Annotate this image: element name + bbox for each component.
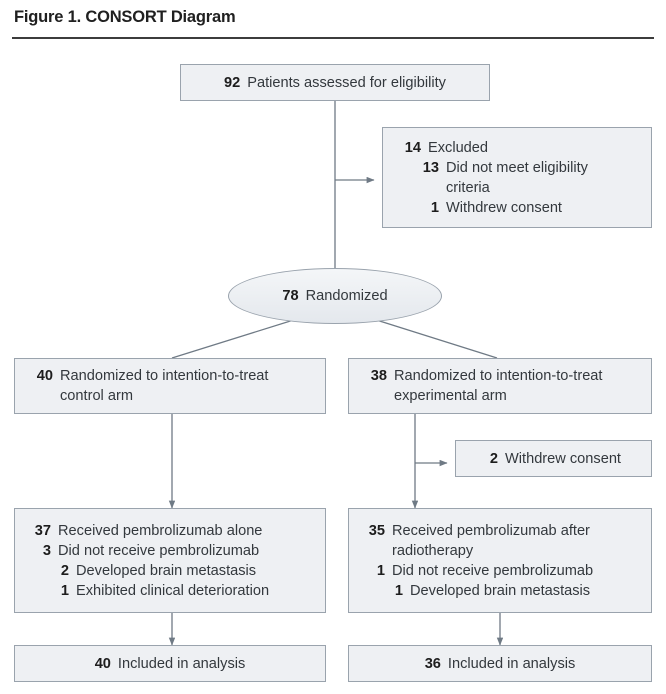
node-line-text: Received pembrolizumab after radiotherap… [392, 522, 590, 559]
node-experimental-analysis: 36 Included in analysis [348, 645, 652, 682]
node-line-number: 37 [34, 522, 51, 539]
node-line-text: Did not receive pembrolizumab [58, 542, 260, 559]
node-line: 1 Withdrew consent [393, 198, 641, 218]
node-line-number: 40 [36, 368, 53, 384]
node-line-text: Developed brain metastasis [76, 562, 257, 579]
node-enrollment: 92 Patients assessed for eligibility [180, 64, 490, 101]
node-line-number: 1 [430, 199, 439, 216]
node-line-text: Patients assessed for eligibility [247, 74, 446, 91]
node-experimental-arm: 38 Randomized to intention-to-treat expe… [348, 358, 652, 414]
node-line-text: Randomized to intention-to-treat experim… [394, 368, 603, 404]
node-line-number: 2 [489, 450, 498, 467]
node-line-number: 1 [60, 582, 69, 599]
node-line-text: Included in analysis [117, 655, 246, 672]
node-line-text: Included in analysis [447, 655, 576, 672]
node-line-number: 92 [224, 74, 241, 91]
node-line-number: 36 [424, 655, 441, 672]
node-line: 2 Withdrew consent [470, 449, 637, 469]
node-line-number: 3 [42, 542, 51, 559]
node-line-number: 1 [376, 562, 385, 579]
node-experimental-treatment: 35 Received pembrolizumab after radiothe… [348, 508, 652, 613]
node-line: 1 Did not receive pembrolizumab [357, 561, 643, 581]
node-randomized: 78 Randomized [228, 268, 442, 324]
node-line: 40 Included in analysis [15, 654, 325, 674]
node-line-number: 2 [60, 562, 69, 579]
node-line: 35 Received pembrolizumab after radiothe… [357, 521, 643, 561]
node-line-text: Withdrew consent [505, 450, 621, 467]
node-line-number: 13 [422, 159, 439, 176]
node-line-number: 38 [370, 368, 387, 384]
node-line: 92 Patients assessed for eligibility [181, 73, 489, 93]
figure-title: Figure 1. CONSORT Diagram [14, 8, 236, 26]
node-line: 78 Randomized [282, 286, 387, 306]
node-withdrew-consent: 2 Withdrew consent [455, 440, 652, 477]
node-line: 1 Developed brain metastasis [357, 581, 643, 601]
node-line: 14 Excluded [393, 138, 641, 158]
node-line-text: Withdrew consent [446, 199, 562, 216]
node-line-text: Exhibited clinical deterioration [76, 582, 270, 599]
node-line: 3 Did not receive pembrolizumab [23, 541, 317, 561]
node-line-text: Developed brain metastasis [410, 582, 591, 599]
node-line: 36 Included in analysis [349, 654, 651, 674]
node-line: 37 Received pembrolizumab alone [23, 521, 317, 541]
node-line: 13 Did not meet eligibility criteria [393, 158, 641, 198]
node-control-treatment: 37 Received pembrolizumab alone 3 Did no… [14, 508, 326, 613]
node-line-text: Randomized to intention-to-treat control… [60, 368, 269, 404]
node-line-number: 35 [368, 522, 385, 539]
node-line-number: 1 [394, 582, 403, 599]
node-line-text: Randomized [305, 288, 388, 304]
node-line-text: Received pembrolizumab alone [58, 522, 263, 539]
node-line-number: 78 [282, 288, 299, 304]
node-line: 40 Randomized to intention-to-treat cont… [25, 366, 315, 406]
node-line-number: 40 [94, 655, 111, 672]
node-control-arm: 40 Randomized to intention-to-treat cont… [14, 358, 326, 414]
node-line-text: Excluded [428, 139, 489, 156]
node-line: 38 Randomized to intention-to-treat expe… [359, 366, 641, 406]
node-line: 2 Developed brain metastasis [23, 561, 317, 581]
node-line: 1 Exhibited clinical deterioration [23, 581, 317, 601]
node-excluded: 14 Excluded 13 Did not meet eligibility … [382, 127, 652, 228]
node-line-text: Did not receive pembrolizumab [392, 562, 594, 579]
node-line-number: 14 [404, 139, 421, 156]
title-divider [12, 37, 654, 39]
node-line-text: Did not meet eligibility criteria [446, 159, 588, 196]
node-control-analysis: 40 Included in analysis [14, 645, 326, 682]
